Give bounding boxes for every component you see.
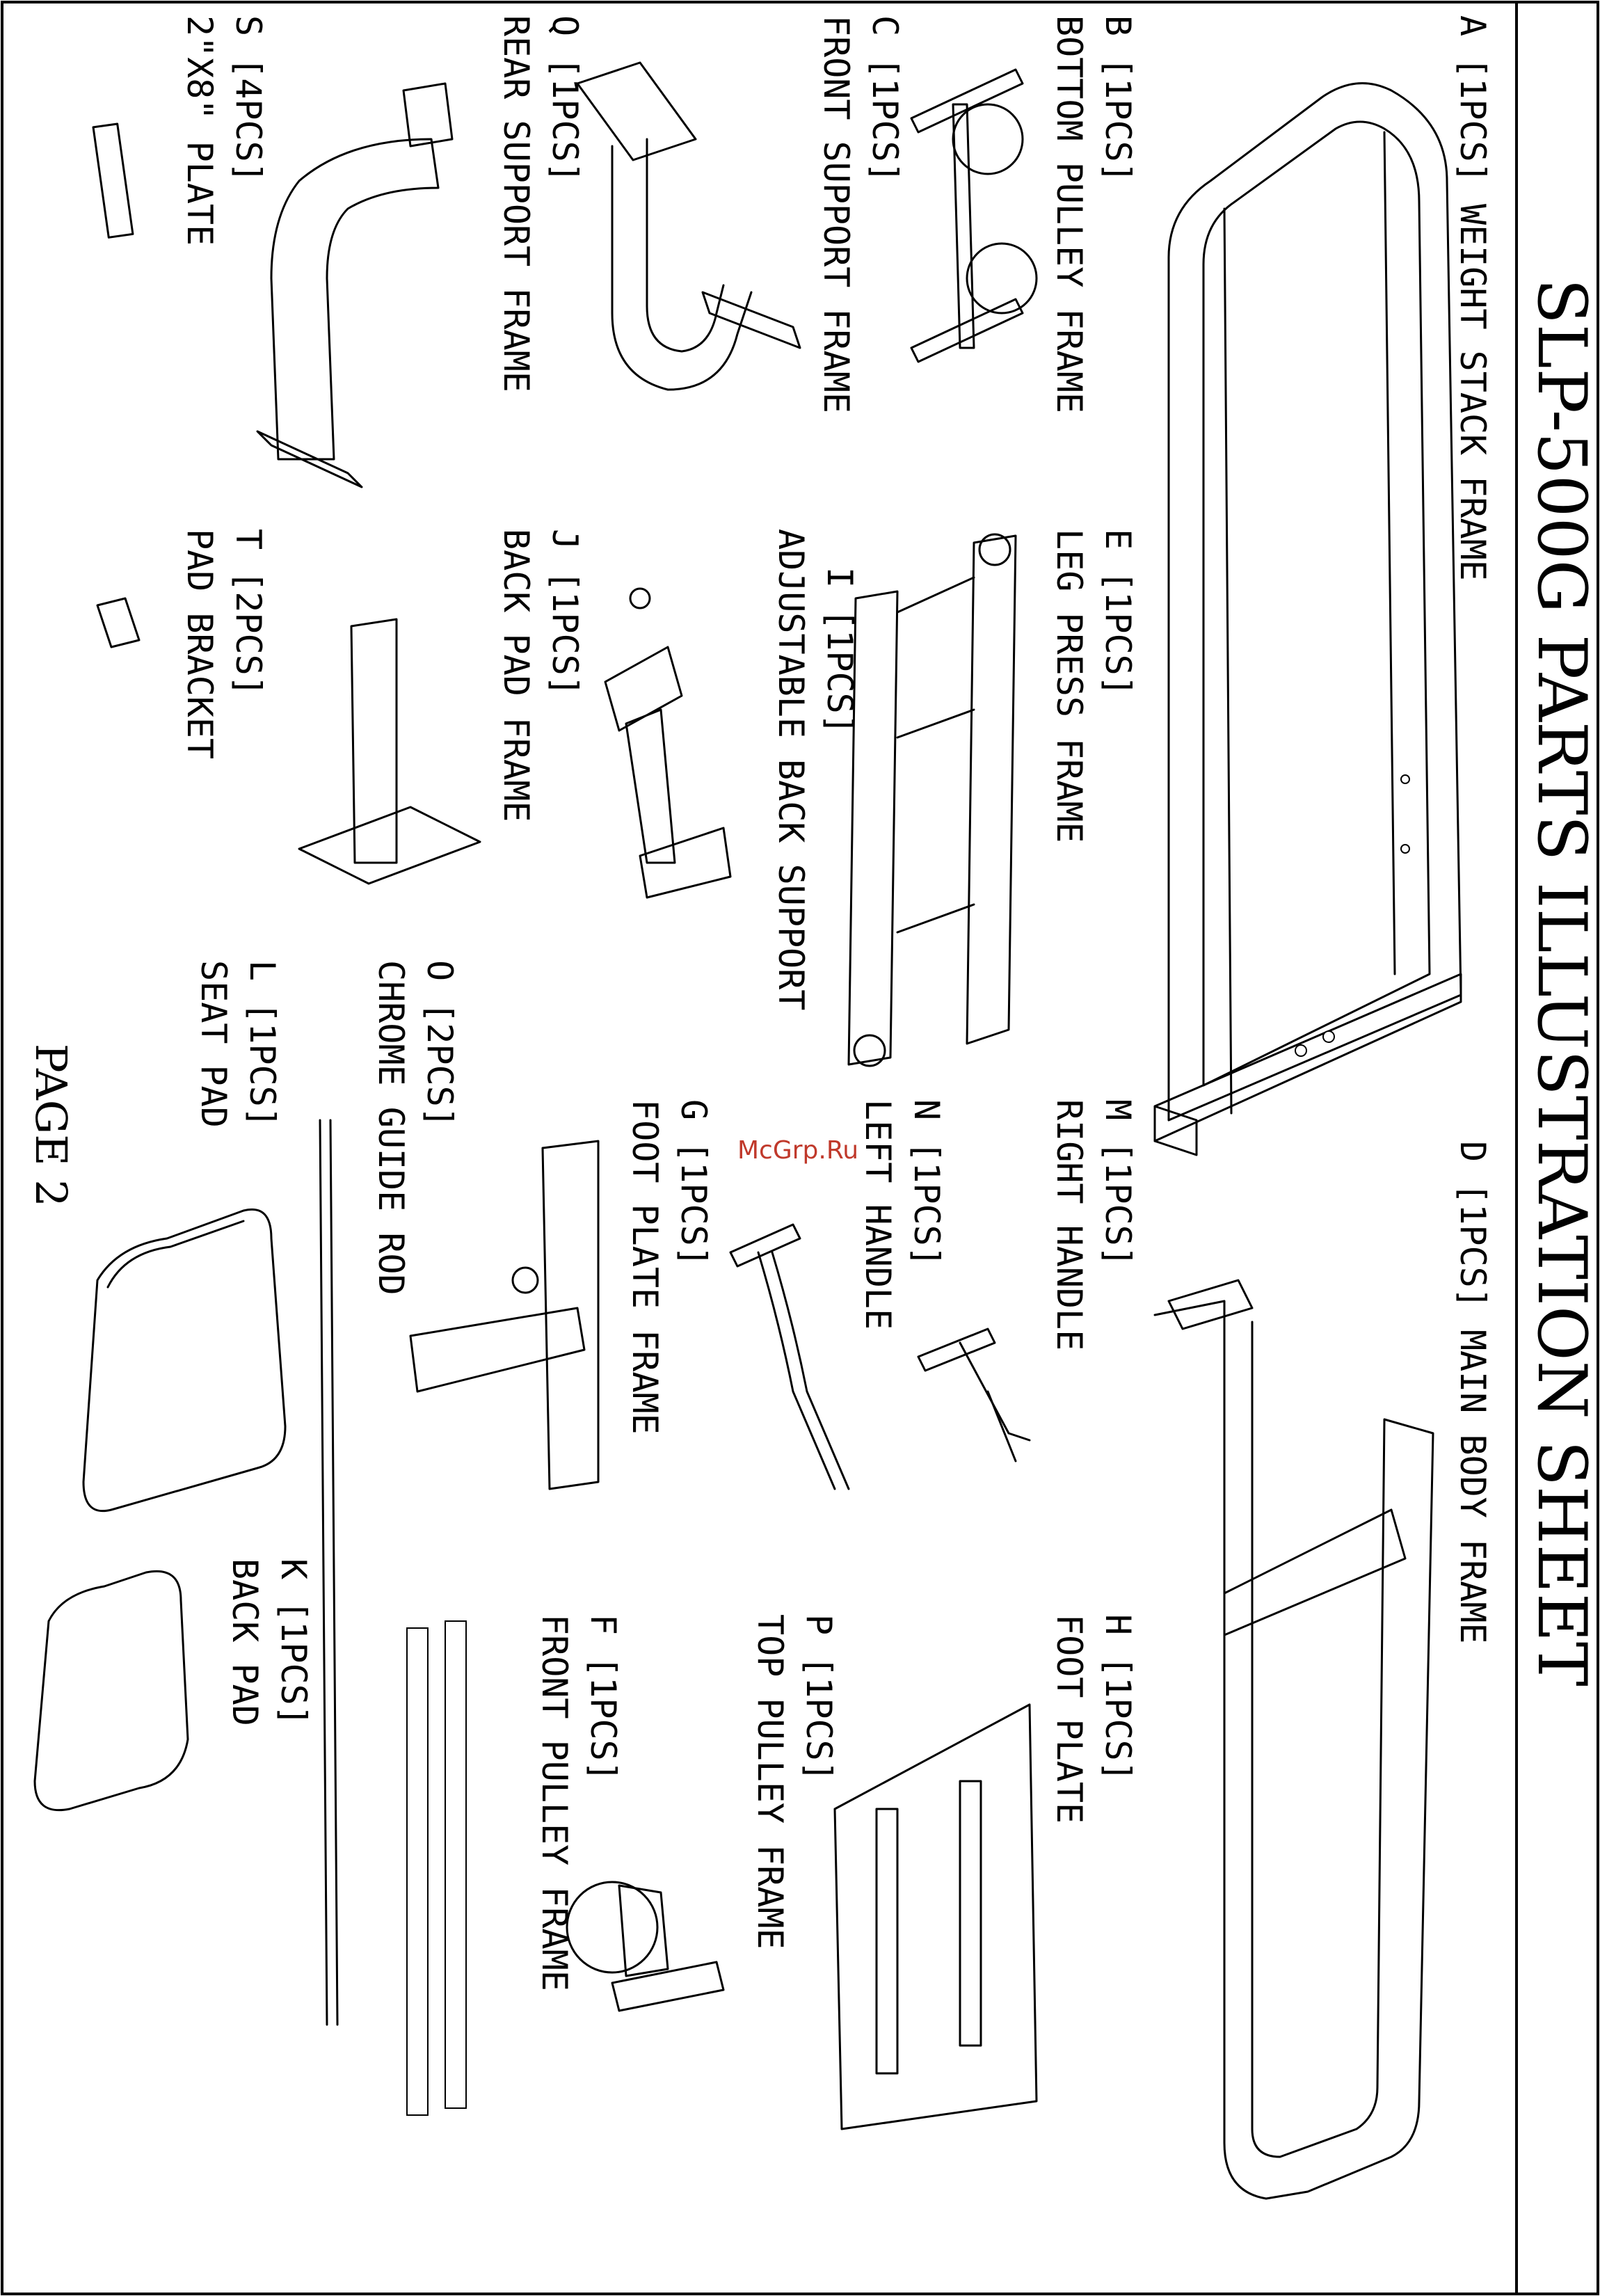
chrome-guide-rod-drawing <box>319 1119 339 2026</box>
part-i-name: ADJUSTABLE BACK SUPPORT <box>771 529 811 1010</box>
seat-pad-drawing <box>82 1209 287 1512</box>
foot-plate-drawing <box>833 1703 1038 2130</box>
part-s-code: S [4PCS] <box>228 15 269 183</box>
part-j-name: BACK PAD FRAME <box>496 529 536 822</box>
weight-stack-frame-drawing <box>1153 82 1462 1156</box>
part-m-code: M [1PCS] <box>1098 1099 1138 1267</box>
part-f-code: F [1PCS] <box>583 1614 623 1782</box>
bottom-pulley-frame-drawing <box>910 68 1038 363</box>
part-o-name: CHROME GUIDE ROD <box>371 960 411 1296</box>
part-e-name: LEG PRESS FRAME <box>1049 529 1089 843</box>
left-handle-drawing <box>729 1223 850 1490</box>
main-body-frame-drawing <box>1153 1279 1434 2200</box>
part-p-name: TOP PULLEY FRAME <box>750 1614 790 1950</box>
hole-mark <box>1322 1030 1335 1043</box>
foot-plate-frame-drawing <box>409 1140 600 1490</box>
part-h-name: FOOT PLATE <box>1049 1614 1089 1824</box>
part-d-label: D [1PCS] MAIN BODY FRAME <box>1453 1141 1493 1643</box>
part-n-code: N [1PCS] <box>906 1099 947 1267</box>
part-d-name: MAIN BODY FRAME <box>1453 1330 1493 1644</box>
part-s-name: 2"X8" PLATE <box>179 15 220 246</box>
part-q-code: Q [1PCS] <box>545 15 585 183</box>
part-d-code: D [1PCS] <box>1453 1141 1493 1309</box>
part-n-name: LEFT HANDLE <box>858 1099 898 1330</box>
part-m-name: RIGHT HANDLE <box>1049 1099 1089 1350</box>
hole-mark <box>1295 1044 1307 1057</box>
part-k-name: BACK PAD <box>225 1558 265 1726</box>
leg-press-frame-drawing <box>847 533 1017 1067</box>
part-t-code: T [2PCS] <box>228 529 269 696</box>
part-p-code: P [1PCS] <box>799 1614 839 1782</box>
part-l-code: L [1PCS] <box>242 960 282 1128</box>
part-g-code: G [1PCS] <box>673 1099 714 1267</box>
page-label: PAGE 2 <box>26 1044 77 1207</box>
back-pad-frame-drawing <box>604 587 732 899</box>
rear-support-frame-drawing <box>256 82 454 488</box>
part-k-code: K [1PCS] <box>273 1558 314 1726</box>
pad-bracket-drawing <box>96 597 141 648</box>
part-l-name: SEAT PAD <box>193 960 234 1128</box>
hole-mark <box>1400 844 1410 854</box>
part-c-code: C [1PCS] <box>865 15 905 183</box>
adjustable-back-support-drawing <box>298 618 481 885</box>
right-handle-drawing <box>917 1328 1031 1462</box>
part-h-code: H [1PCS] <box>1098 1614 1138 1782</box>
part-a-label: A [1PCS] WEIGHT STACK FRAME <box>1453 15 1493 581</box>
back-pad-drawing <box>33 1570 189 1812</box>
part-e-code: E [1PCS] <box>1098 529 1138 696</box>
part-a-code: A [1PCS] <box>1453 15 1493 183</box>
part-o-code: O [2PCS] <box>419 960 460 1128</box>
pipe-end-drawing <box>445 1620 467 2109</box>
part-a-name: WEIGHT STACK FRAME <box>1453 204 1493 581</box>
part-j-code: J [1PCS] <box>545 529 585 696</box>
part-g-name: FOOT PLATE FRAME <box>625 1099 665 1435</box>
part-b-name: BOTTOM PULLEY FRAME <box>1049 15 1089 413</box>
hole-mark <box>1400 774 1410 784</box>
part-b-code: B [1PCS] <box>1098 15 1138 183</box>
pipe-end-drawing <box>406 1627 429 2116</box>
watermark: McGrp.Ru <box>737 1136 858 1165</box>
front-support-frame-drawing <box>576 61 801 391</box>
plate-drawing <box>92 122 134 239</box>
sheet-title: SLP-500G PARTS ILLUSTRATION SHEET <box>1523 278 1600 1687</box>
front-pulley-frame-drawing <box>566 1881 725 2012</box>
part-t-name: PAD BRACKET <box>179 529 220 759</box>
part-q-name: REAR SUPPORT FRAME <box>496 15 536 392</box>
part-c-name: FRONT SUPPORT FRAME <box>816 15 856 413</box>
